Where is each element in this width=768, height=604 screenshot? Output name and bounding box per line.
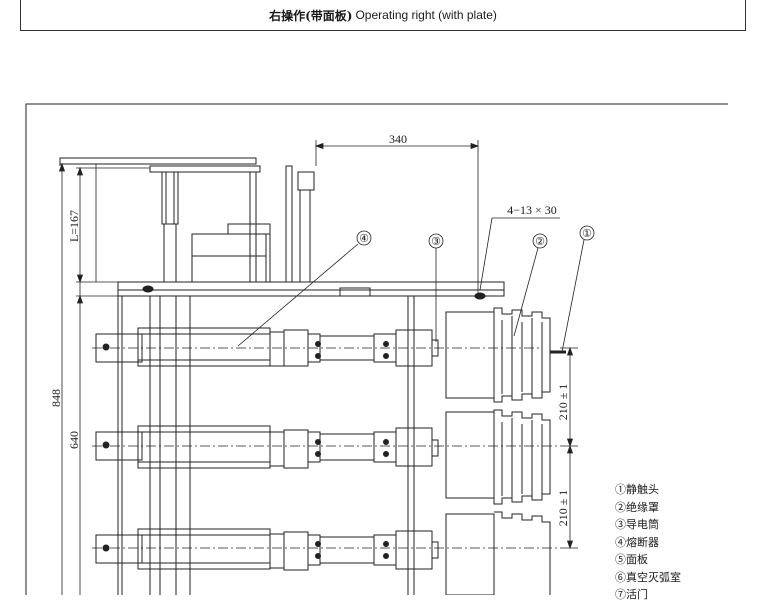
legend-item: ⑤面板: [615, 553, 648, 566]
callout-1: ①: [582, 228, 592, 240]
insulator-column: [493, 307, 566, 595]
callout-4: ④: [359, 233, 369, 245]
dimension-lines: [58, 140, 578, 595]
legend-item: ②绝缘罩: [615, 500, 659, 514]
dim-hole-spec: 4−13 × 30: [507, 203, 557, 217]
drawing-frame: [25, 103, 728, 595]
callout-leaders: [237, 225, 595, 353]
phase-row-1: [92, 311, 540, 399]
title-english: Operating right (with plate): [355, 8, 497, 22]
dim-left-top: L=167: [67, 210, 81, 242]
dim-total-height: 848: [49, 389, 63, 407]
legend-item: ④熔断器: [615, 535, 659, 549]
diagram-title: 右操作(带面板) Operating right (with plate): [20, 0, 746, 31]
legend-item: ③导电筒: [615, 518, 659, 531]
phase-row-3: [92, 513, 560, 595]
callout-3: ③: [431, 236, 441, 248]
phase-row-2: [92, 411, 560, 499]
dim-pitch-2: 210 ± 1: [556, 490, 570, 527]
title-chinese: 右操作(带面板): [269, 8, 353, 23]
dim-pitch-1: 210 ± 1: [556, 384, 570, 421]
dim-mid-height: 640: [67, 431, 81, 449]
dim-top-width: 340: [389, 132, 407, 146]
parts-legend: ①静触头 ②绝缘罩 ③导电筒 ④熔断器 ⑤面板 ⑥真空灭弧室 ⑦活门: [615, 481, 681, 604]
operating-mechanism: [59, 157, 315, 283]
frame-plate: [117, 281, 505, 595]
callout-2: ②: [535, 236, 545, 248]
legend-item: ①静触头: [615, 483, 659, 496]
legend-item: ⑥真空灭弧室: [615, 570, 681, 584]
